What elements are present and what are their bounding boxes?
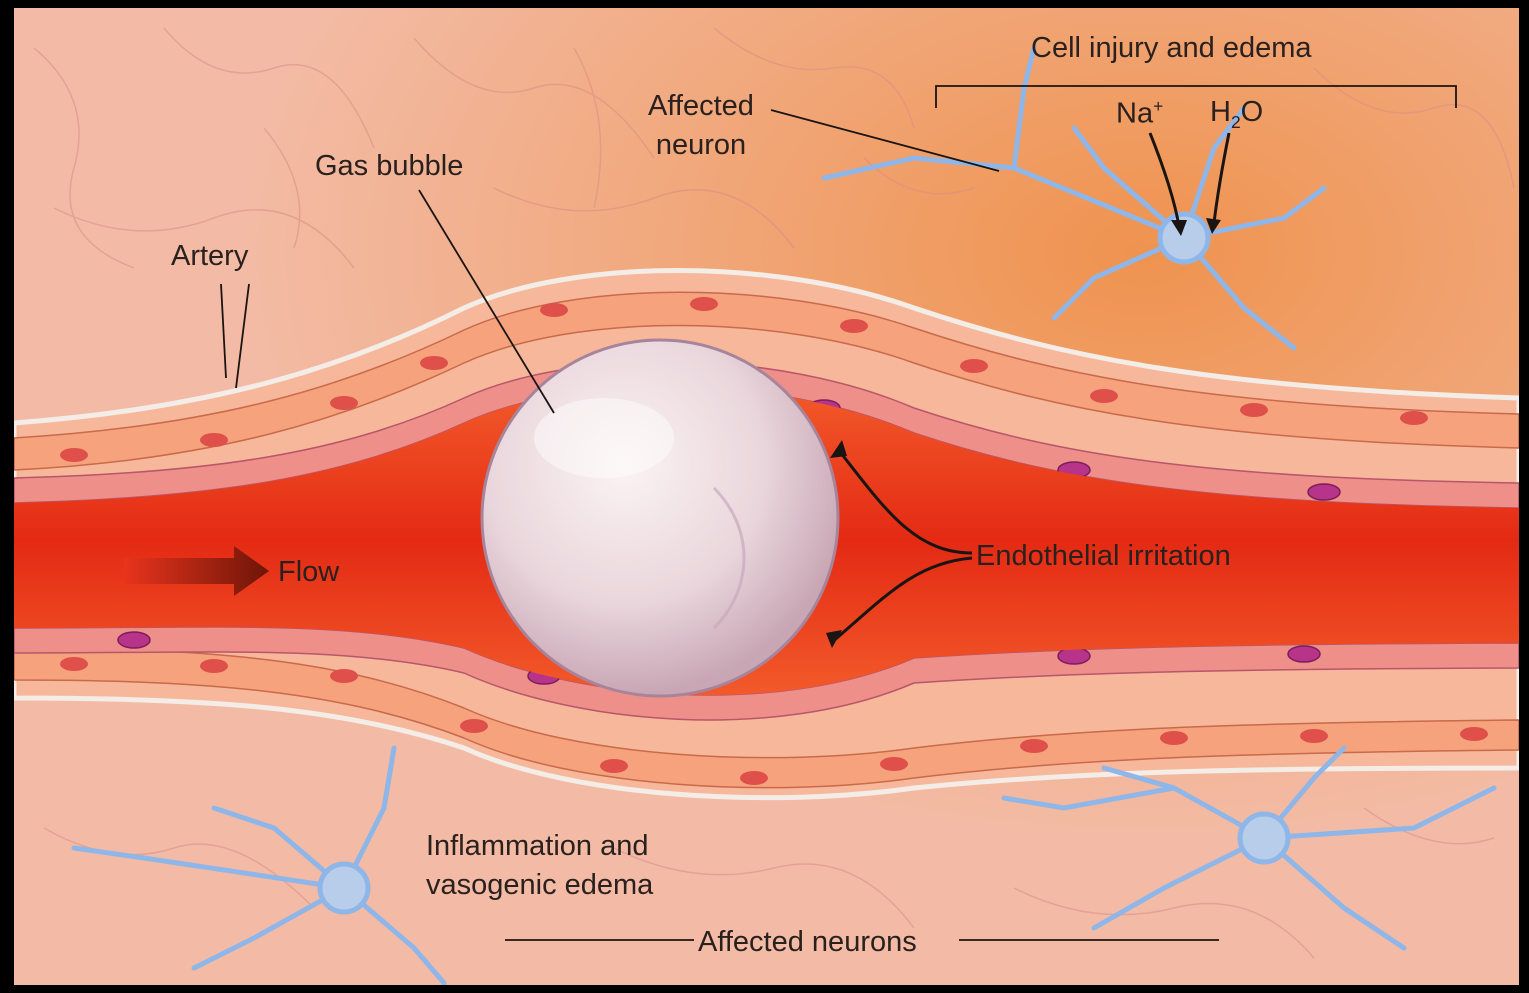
- gas-bubble: [482, 340, 838, 696]
- label-flow: Flow: [278, 558, 339, 587]
- inflammation-line1: Inflammation and: [426, 832, 653, 861]
- label-cell-injury: Cell injury and edema: [1031, 34, 1311, 63]
- na-charge: +: [1153, 96, 1163, 116]
- label-artery: Artery: [171, 242, 248, 271]
- na-symbol: Na: [1116, 98, 1153, 130]
- label-inflammation: Inflammation and vasogenic edema: [426, 832, 653, 900]
- illustration-frame: Cell injury and edema Na+ H2O Affected n…: [14, 8, 1519, 985]
- label-endothelial-irritation: Endothelial irritation: [976, 542, 1231, 571]
- affected-neuron-line2: neuron: [631, 131, 771, 160]
- h2o-subscript: 2: [1231, 112, 1241, 132]
- inflammation-line2: vasogenic edema: [426, 871, 653, 900]
- label-h2o: H2O: [1210, 98, 1263, 131]
- label-gas-bubble: Gas bubble: [315, 152, 463, 181]
- h2o-o: O: [1241, 96, 1264, 128]
- label-na: Na+: [1116, 98, 1163, 129]
- h2o-h: H: [1210, 96, 1231, 128]
- affected-neuron-line1: Affected: [631, 92, 771, 121]
- label-affected-neuron: Affected neuron: [631, 92, 771, 160]
- label-affected-neurons: Affected neurons: [698, 928, 917, 957]
